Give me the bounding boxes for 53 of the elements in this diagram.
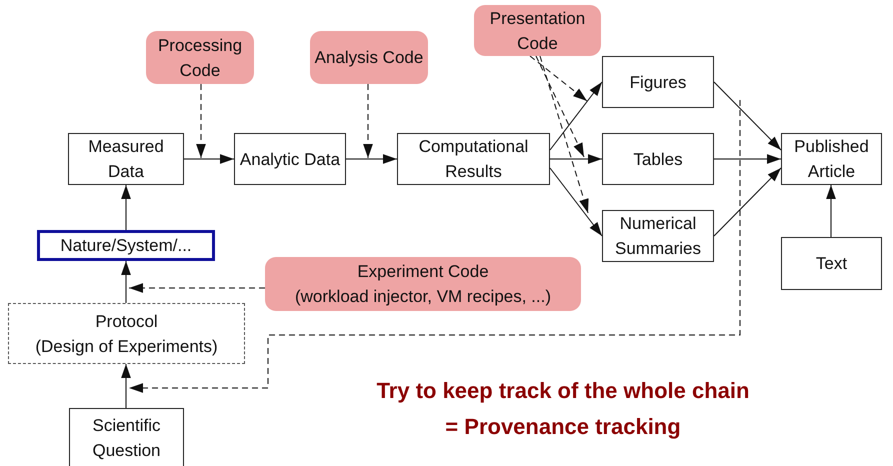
process-box xyxy=(781,237,882,290)
process-box xyxy=(234,133,346,185)
arrow xyxy=(550,168,602,236)
arrow xyxy=(714,168,782,236)
node-label: Experiment Code xyxy=(357,261,489,283)
node-label: Presentation Code xyxy=(488,8,586,54)
node-label: Measured Data xyxy=(87,136,165,183)
dashed-arrow xyxy=(128,100,740,393)
code-box xyxy=(146,31,254,84)
arrow xyxy=(346,154,398,164)
dashed-arrow xyxy=(530,56,588,102)
note-text: Try to keep track of the whole chain xyxy=(376,378,750,404)
process-box xyxy=(69,408,184,466)
system-box xyxy=(37,230,215,261)
dashed-arrow xyxy=(196,84,206,158)
node-label: Protocol xyxy=(95,310,158,332)
dashed-arrow xyxy=(536,56,584,158)
arrow xyxy=(184,154,234,164)
code-box xyxy=(474,5,601,56)
process-box xyxy=(781,133,882,185)
arrow xyxy=(121,260,131,304)
node-label: Computational Results xyxy=(418,136,530,183)
process-box xyxy=(602,56,714,108)
arrow xyxy=(121,184,131,230)
node-description: (workload injector, VM recipes, ...) xyxy=(294,286,552,308)
protocol-box xyxy=(8,303,245,364)
process-box xyxy=(602,210,714,262)
node-label: Processing Code xyxy=(156,34,244,82)
arrow xyxy=(714,154,782,164)
node-label: Tables xyxy=(633,148,683,170)
arrow xyxy=(121,364,131,408)
node-label: Nature/System/... xyxy=(60,235,192,257)
note-text: = Provenance tracking xyxy=(445,414,681,440)
process-box xyxy=(602,133,714,185)
arrow xyxy=(550,82,602,150)
node-label: Analytic Data xyxy=(240,148,340,170)
node-label: Analysis Code xyxy=(314,47,424,69)
node-label: Figures xyxy=(630,72,686,94)
node-label: Text xyxy=(816,253,848,275)
node-label: Scientific Question xyxy=(91,415,162,462)
node-description: (Design of Experiments) xyxy=(35,336,218,358)
dashed-arrow xyxy=(363,84,373,158)
dashed-arrow xyxy=(128,283,266,293)
node-label: Numerical Summaries xyxy=(614,213,702,260)
process-box xyxy=(68,133,184,185)
arrow xyxy=(714,82,782,150)
arrow xyxy=(550,154,602,164)
node-label: Published Article xyxy=(793,136,870,183)
code-box xyxy=(310,31,428,84)
process-box xyxy=(397,133,550,185)
arrow xyxy=(826,184,836,238)
dashed-arrow xyxy=(540,56,589,214)
code-box xyxy=(265,257,581,311)
